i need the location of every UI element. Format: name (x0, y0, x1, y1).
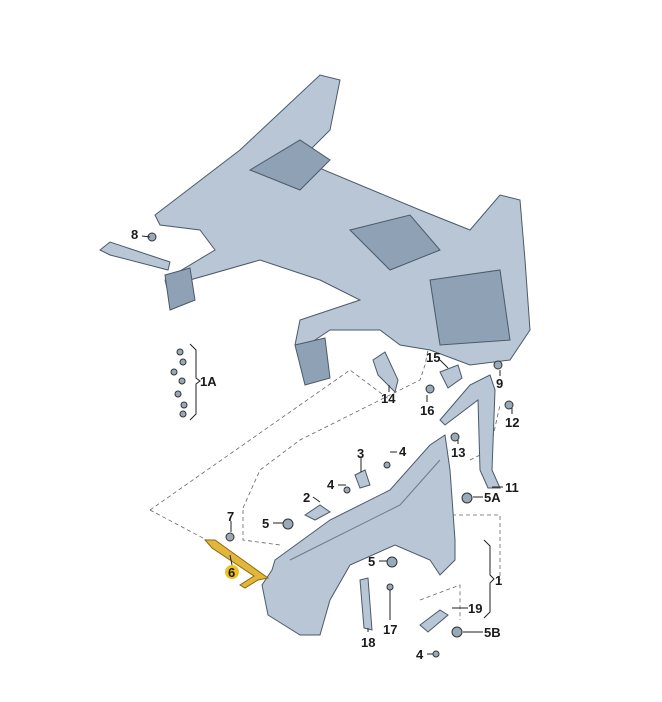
leader-lines (141, 235, 513, 655)
part-8-bracket (99, 241, 171, 271)
callout-labels: 8 1A 14 15 16 9 12 13 11 3 4 4 2 7 5 5A … (131, 227, 519, 662)
callout-14[interactable]: 14 (381, 391, 396, 406)
part-19 (419, 609, 449, 633)
part-1A-screws (170, 348, 188, 418)
callout-5-left[interactable]: 5 (262, 516, 269, 531)
callout-6[interactable]: 6 (228, 565, 235, 580)
callout-2[interactable]: 2 (303, 490, 310, 505)
callout-5A[interactable]: 5A (484, 490, 501, 505)
fender-part-1 (261, 434, 456, 636)
front-body-structure (154, 74, 531, 386)
part-6-highlighted (203, 539, 270, 589)
part-11 (439, 374, 501, 489)
callout-1A[interactable]: 1A (200, 374, 217, 389)
part-18 (359, 577, 373, 631)
highlight-marker (225, 565, 239, 579)
callout-3[interactable]: 3 (357, 446, 364, 461)
callout-16[interactable]: 16 (420, 403, 434, 418)
callout-19[interactable]: 19 (468, 601, 482, 616)
callout-11[interactable]: 11 (505, 480, 519, 495)
callout-4-mid[interactable]: 4 (327, 477, 335, 492)
part-2 (304, 504, 331, 521)
callout-5B[interactable]: 5B (484, 625, 501, 640)
callout-4-bottom[interactable]: 4 (416, 647, 424, 662)
callout-18[interactable]: 18 (361, 635, 375, 650)
small-parts (99, 232, 514, 658)
callout-5-right[interactable]: 5 (368, 554, 375, 569)
callout-15[interactable]: 15 (426, 350, 440, 365)
part-15 (439, 364, 463, 389)
part-3 (354, 469, 371, 489)
callout-13[interactable]: 13 (451, 445, 465, 460)
callout-17[interactable]: 17 (383, 622, 397, 637)
callout-4-top[interactable]: 4 (399, 444, 407, 459)
callout-7[interactable]: 7 (227, 509, 234, 524)
part-14 (372, 351, 399, 393)
callout-1[interactable]: 1 (495, 573, 502, 588)
callout-12[interactable]: 12 (505, 415, 519, 430)
callout-9[interactable]: 9 (496, 376, 503, 391)
callout-8[interactable]: 8 (131, 227, 138, 242)
